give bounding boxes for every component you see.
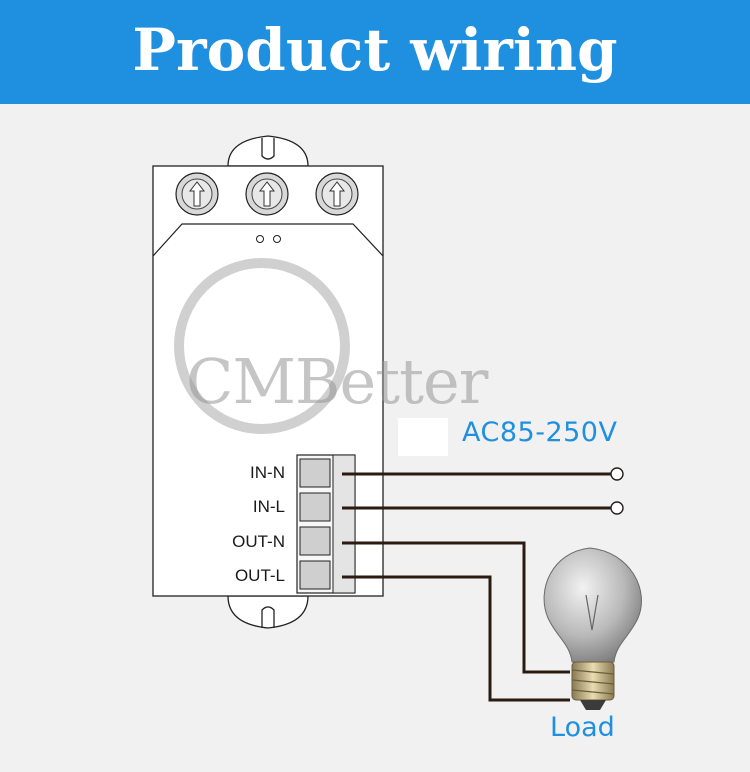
load-label: Load: [550, 712, 615, 743]
label-backdrop: [398, 418, 448, 456]
supply-terminal-l: [610, 501, 624, 515]
wire-out-l: [342, 575, 570, 702]
terminal-label-in-l: IN-L: [252, 497, 285, 516]
screw-2-icon: [245, 172, 289, 216]
terminal-label-out-n: OUT-N: [232, 532, 285, 551]
page-title: Product wiring: [132, 16, 618, 84]
module-top-bevel: [152, 223, 384, 257]
terminal-strip: [332, 454, 356, 594]
terminal-slots: [299, 458, 331, 590]
screw-3-icon: [315, 172, 359, 216]
bottom-mount-slot: [261, 606, 275, 628]
indicator-led-2: [273, 235, 281, 243]
watermark-text: CMBetter: [186, 345, 488, 418]
supply-voltage-label: AC85-250V: [462, 417, 618, 448]
indicator-led-1: [256, 235, 264, 243]
terminal-slot-in-n: [299, 458, 331, 488]
watermark-ring: [174, 258, 350, 434]
terminal-label-in-n: IN-N: [250, 463, 285, 482]
header-banner: Product wiring: [0, 0, 750, 104]
supply-terminal-n: [610, 467, 624, 481]
terminal-slot-out-n: [299, 526, 331, 556]
bottom-mount-tab: [227, 595, 309, 629]
screw-1-icon: [175, 172, 219, 216]
terminal-label-out-l: OUT-L: [234, 566, 285, 585]
light-bulb-icon: [543, 547, 642, 710]
terminal-slot-in-l: [299, 492, 331, 522]
terminal-slot-out-l: [299, 560, 331, 590]
wire-out-n: [342, 541, 570, 674]
top-mount-tab: [227, 135, 309, 167]
top-mount-slot: [261, 138, 275, 160]
